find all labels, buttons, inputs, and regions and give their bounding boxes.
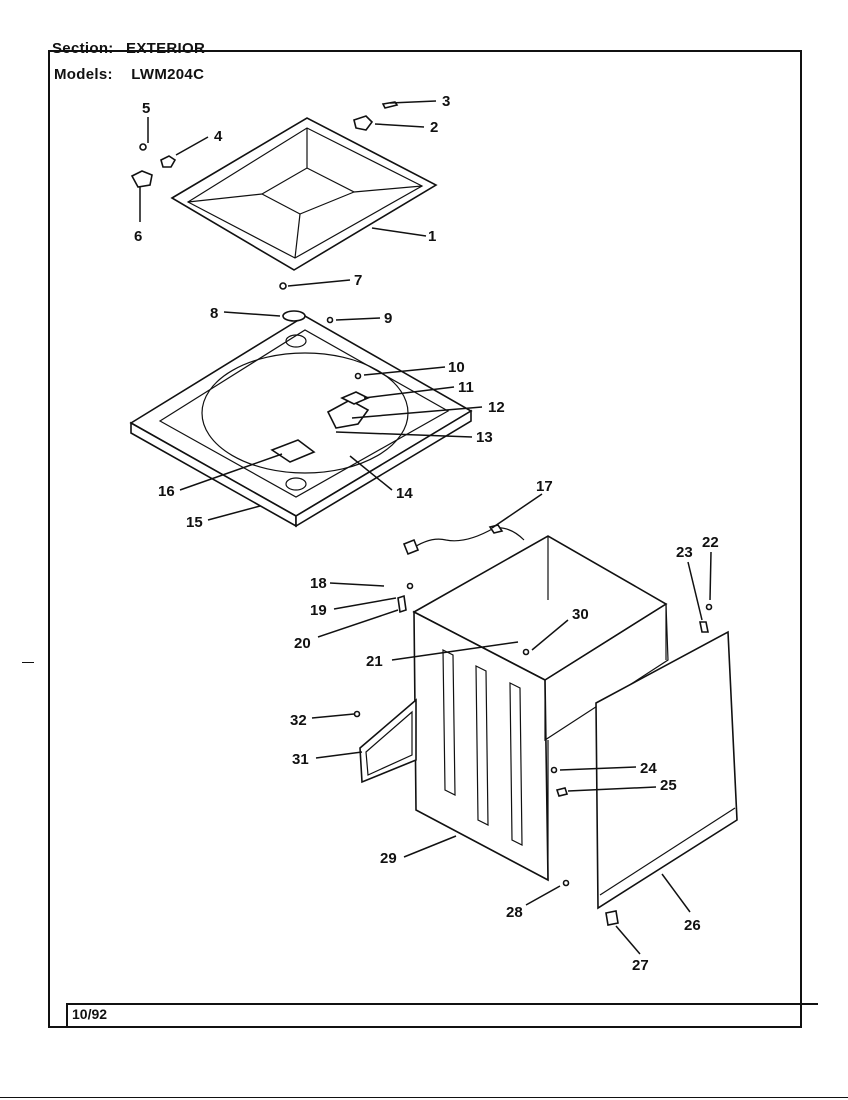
models-value: LWM204C	[131, 66, 205, 83]
part-rear-panel	[359, 698, 417, 784]
callout-22: 22	[702, 534, 719, 551]
part-top-cover	[129, 310, 473, 528]
callout-4: 4	[214, 128, 223, 145]
models-label: Models:	[54, 66, 113, 83]
callout-6: 6	[134, 228, 142, 245]
part-small-hardware	[353, 582, 713, 926]
callout-15: 15	[186, 514, 203, 531]
models-header: Models: LWM204C	[54, 66, 204, 83]
part-power-cord	[402, 524, 525, 556]
section-header: Section: EXTERIOR	[52, 40, 205, 57]
callout-10: 10	[448, 359, 465, 376]
callout-11: 11	[458, 379, 474, 396]
part-cabinet	[412, 535, 669, 882]
callout-1: 1	[428, 228, 436, 245]
callout-27: 27	[632, 957, 649, 974]
footer-box	[66, 1003, 818, 1028]
callout-21: 21	[366, 653, 383, 670]
callout-24: 24	[640, 760, 657, 777]
margin-mark	[22, 662, 34, 663]
callout-14: 14	[396, 485, 413, 502]
callout-29: 29	[380, 850, 397, 867]
part-lid	[170, 117, 438, 271]
callout-17: 17	[536, 478, 553, 495]
footer-rule	[66, 1003, 818, 1005]
callout-19: 19	[310, 602, 327, 619]
callout-3: 3	[442, 93, 450, 110]
callout-23: 23	[676, 544, 693, 561]
callout-26: 26	[684, 917, 701, 934]
callout-20: 20	[294, 635, 311, 652]
callout-5: 5	[142, 100, 150, 117]
section-value: EXTERIOR	[126, 40, 206, 57]
callout-7: 7	[354, 272, 362, 289]
callout-12: 12	[488, 399, 505, 416]
callout-30: 30	[572, 606, 589, 623]
page-bottom-line	[0, 1097, 848, 1098]
callout-31: 31	[292, 751, 309, 768]
callout-28: 28	[506, 904, 523, 921]
callout-labels: 3 2 4 5 6 1 7 8 9 10 11 12 13 14 16 15 1…	[134, 93, 719, 974]
section-label: Section:	[52, 40, 114, 57]
callout-13: 13	[476, 429, 493, 446]
callout-9: 9	[384, 310, 392, 327]
diagram-frame	[48, 50, 802, 1028]
part-side-panel	[595, 630, 738, 910]
callout-2: 2	[430, 119, 438, 136]
callout-18: 18	[310, 575, 327, 592]
callout-leaders	[139, 100, 712, 955]
callout-32: 32	[290, 712, 307, 729]
footer-date: 10/92	[72, 1006, 108, 1022]
callout-25: 25	[660, 777, 677, 794]
callout-16: 16	[158, 483, 175, 500]
callout-8: 8	[210, 305, 218, 322]
